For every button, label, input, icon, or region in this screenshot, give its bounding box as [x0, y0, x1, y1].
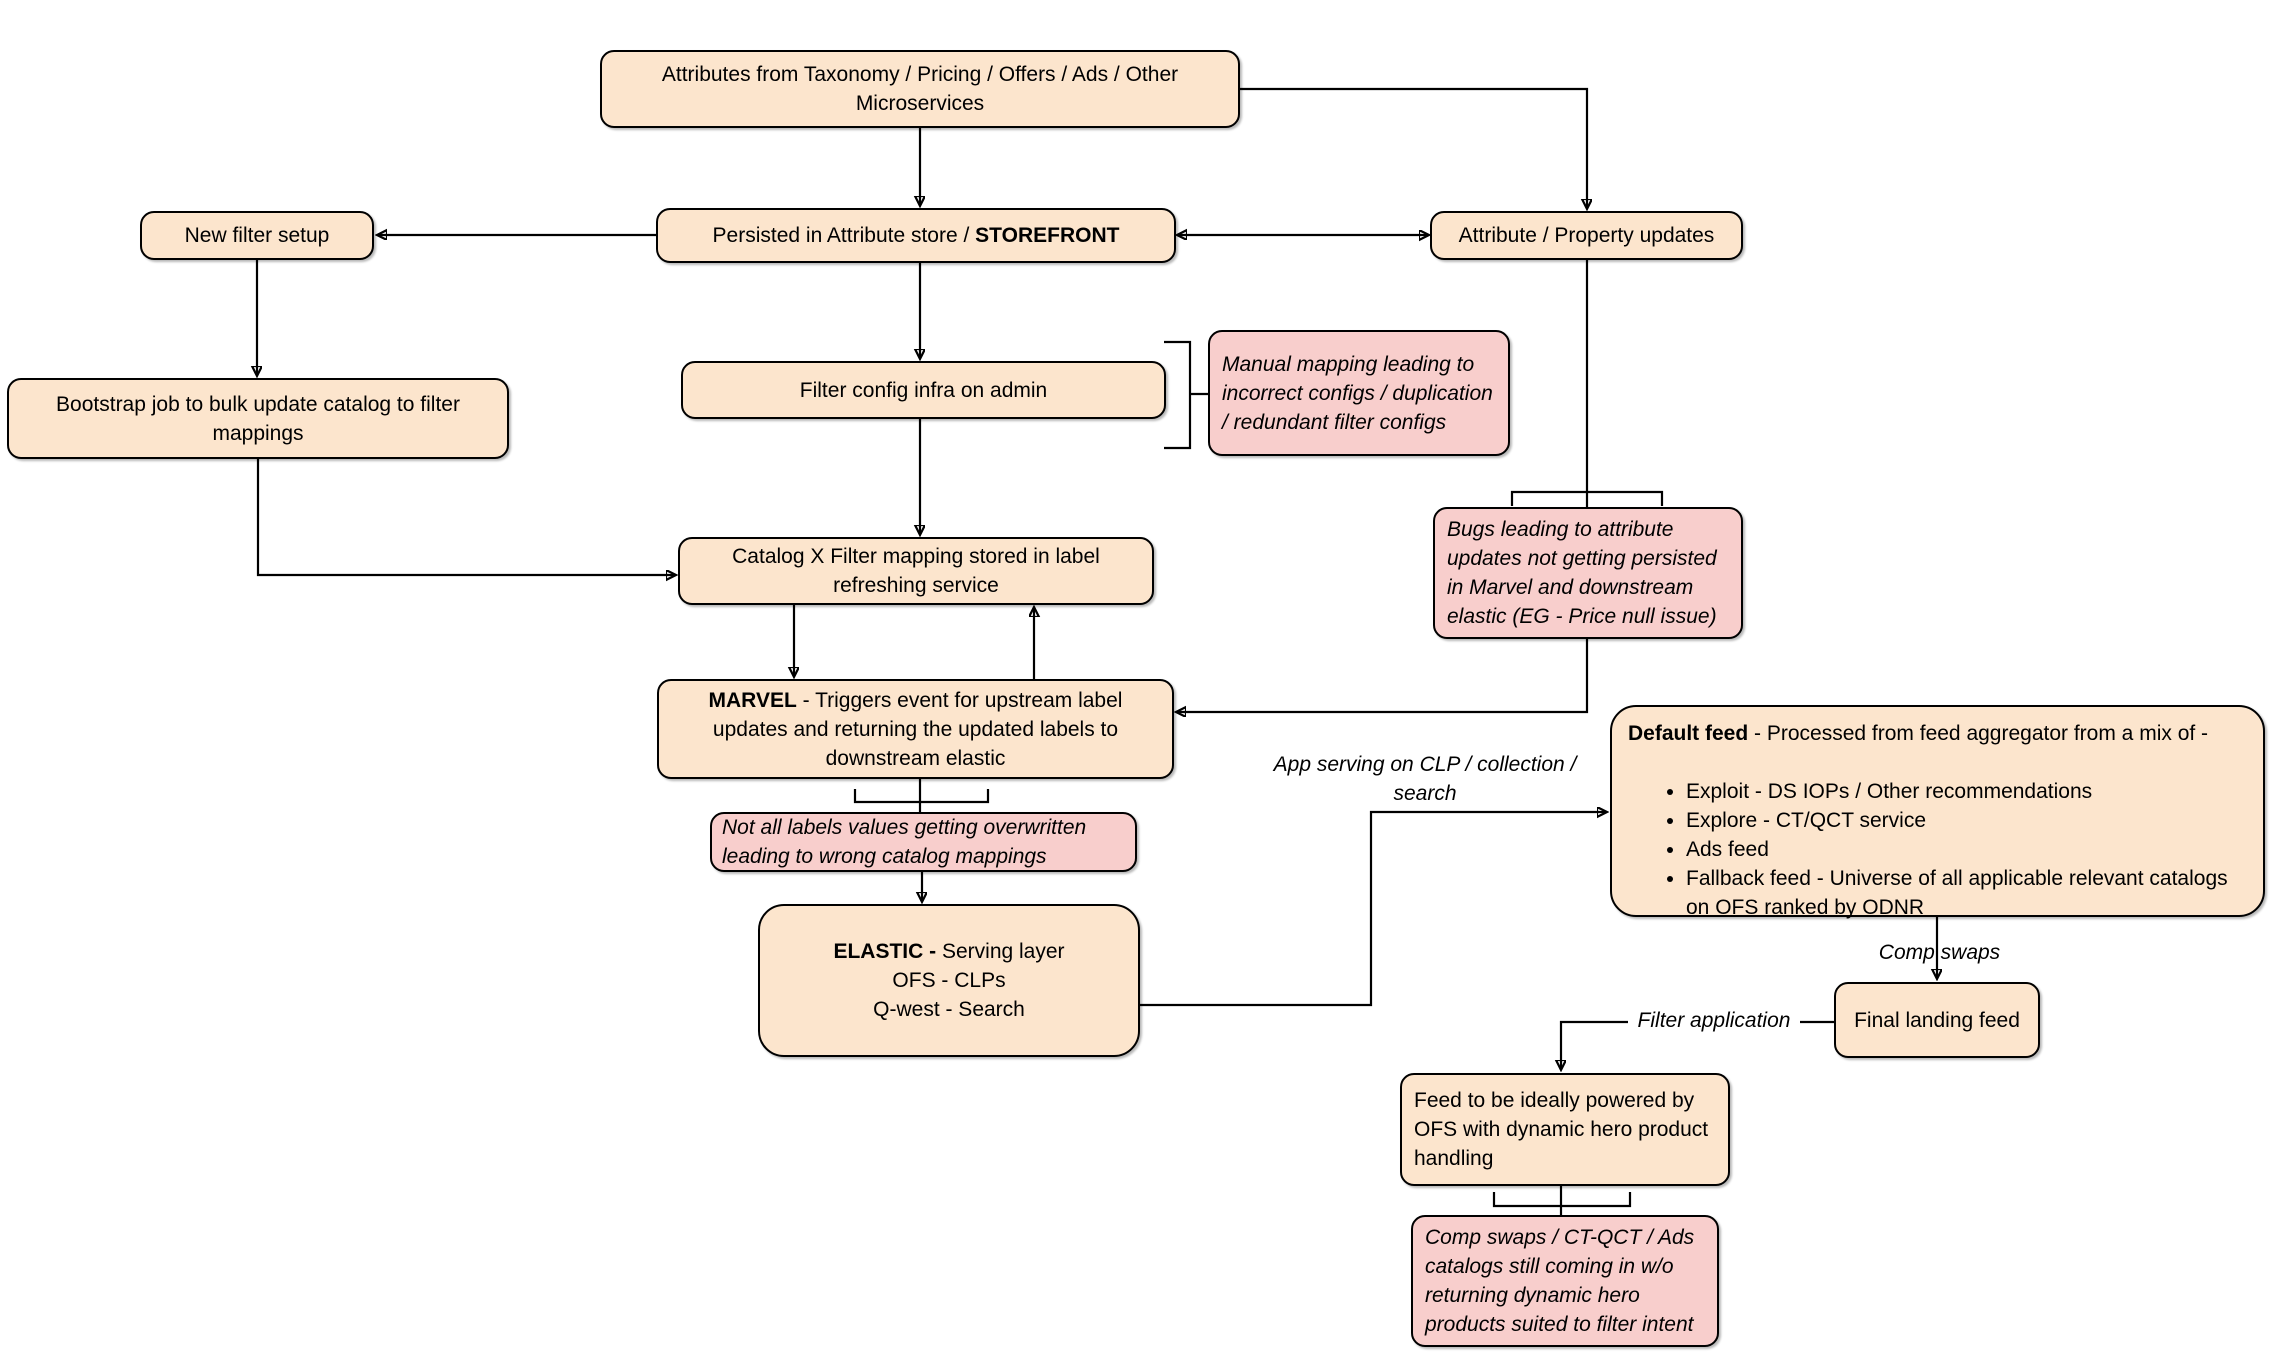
node-bootstrap-job-label: Bootstrap job to bulk update catalog to …: [56, 392, 460, 445]
issue-bugs-attribute-updates-label: Bugs leading to attribute updates not ge…: [1447, 518, 1717, 628]
issue-comp-swaps-label: Comp swaps / CT-QCT / Ads catalogs still…: [1425, 1226, 1695, 1336]
issue-labels-overwritten: Not all labels values getting overwritte…: [710, 812, 1137, 872]
node-filter-config-admin: Filter config infra on admin: [681, 361, 1166, 419]
bracket-bugs: [1510, 490, 1664, 506]
edge-label-app-serving: App serving on CLP / collection / search: [1273, 753, 1577, 805]
default-feed-bullet: Fallback feed - Universe of all applicab…: [1686, 864, 2247, 922]
default-feed-bullet: Exploit - DS IOPs / Other recommendation…: [1686, 777, 2247, 806]
node-elastic-label: ELASTIC - Serving layer OFS - CLPs Q-wes…: [833, 940, 1065, 1021]
node-marvel: MARVEL - Triggers event for upstream lab…: [657, 679, 1174, 779]
default-feed-bullet-list: Exploit - DS IOPs / Other recommendation…: [1628, 777, 2247, 922]
issue-manual-mapping: Manual mapping leading to incorrect conf…: [1208, 330, 1510, 456]
default-feed-bullet: Ads feed: [1686, 835, 2247, 864]
default-feed-bullet: Explore - CT/QCT service: [1686, 806, 2247, 835]
node-marvel-label: MARVEL - Triggers event for upstream lab…: [708, 688, 1123, 770]
node-filter-config-admin-label: Filter config infra on admin: [799, 378, 1048, 402]
bracket-marvel: [853, 789, 990, 804]
issue-labels-overwritten-label: Not all labels values getting overwritte…: [722, 816, 1087, 868]
node-new-filter-setup: New filter setup: [140, 211, 374, 260]
node-default-feed: Default feed - Processed from feed aggre…: [1610, 705, 2265, 919]
issue-bugs-attribute-updates: Bugs leading to attribute updates not ge…: [1433, 507, 1743, 639]
connector-attrupdates-to-marvel: [1177, 260, 1589, 712]
connector-elastic-to-defaultfeed: [1140, 812, 1606, 1007]
node-new-filter-setup-label: New filter setup: [184, 224, 330, 247]
node-final-landing-feed-label: Final landing feed: [1854, 1008, 2020, 1032]
node-elastic-serving-layer: ELASTIC - Serving layer OFS - CLPs Q-wes…: [758, 904, 1140, 1057]
node-catalog-filter-mapping-label: Catalog X Filter mapping stored in label…: [732, 545, 1100, 597]
connector-attributes-to-attrupdates: [1240, 87, 1587, 208]
connector-bootstrap-to-catalog: [256, 459, 675, 575]
node-attributes-source-label: Attributes from Taxonomy / Pricing / Off…: [661, 63, 1179, 115]
node-default-feed-content: Default feed - Processed from feed aggre…: [1628, 719, 2247, 922]
node-attribute-property-updates-label: Attribute / Property updates: [1458, 224, 1715, 247]
node-final-landing-feed: Final landing feed: [1834, 982, 2040, 1058]
node-attribute-property-updates: Attribute / Property updates: [1430, 211, 1743, 260]
issue-manual-mapping-label: Manual mapping leading to incorrect conf…: [1222, 352, 1493, 434]
edge-label-filter-application: Filter application: [1628, 1006, 1800, 1035]
issue-comp-swaps: Comp swaps / CT-QCT / Ads catalogs still…: [1411, 1215, 1719, 1347]
bracket-feedideal: [1492, 1192, 1632, 1208]
node-catalog-filter-mapping: Catalog X Filter mapping stored in label…: [678, 537, 1154, 605]
node-persisted-attribute-store: Persisted in Attribute store / STOREFRON…: [656, 208, 1176, 263]
node-persisted-label: Persisted in Attribute store / STOREFRON…: [712, 224, 1120, 247]
node-feed-ideal-ofs: Feed to be ideally powered by OFS with d…: [1400, 1073, 1730, 1186]
node-attributes-source: Attributes from Taxonomy / Pricing / Off…: [600, 50, 1240, 128]
default-feed-title: Default feed - Processed from feed aggre…: [1628, 722, 2209, 745]
node-bootstrap-job: Bootstrap job to bulk update catalog to …: [7, 378, 509, 459]
node-feed-ideal-ofs-label: Feed to be ideally powered by OFS with d…: [1414, 1089, 1709, 1170]
bracket-manual-mapping: [1164, 340, 1192, 450]
edge-label-comp-swaps: Comp swaps: [1878, 941, 2001, 964]
